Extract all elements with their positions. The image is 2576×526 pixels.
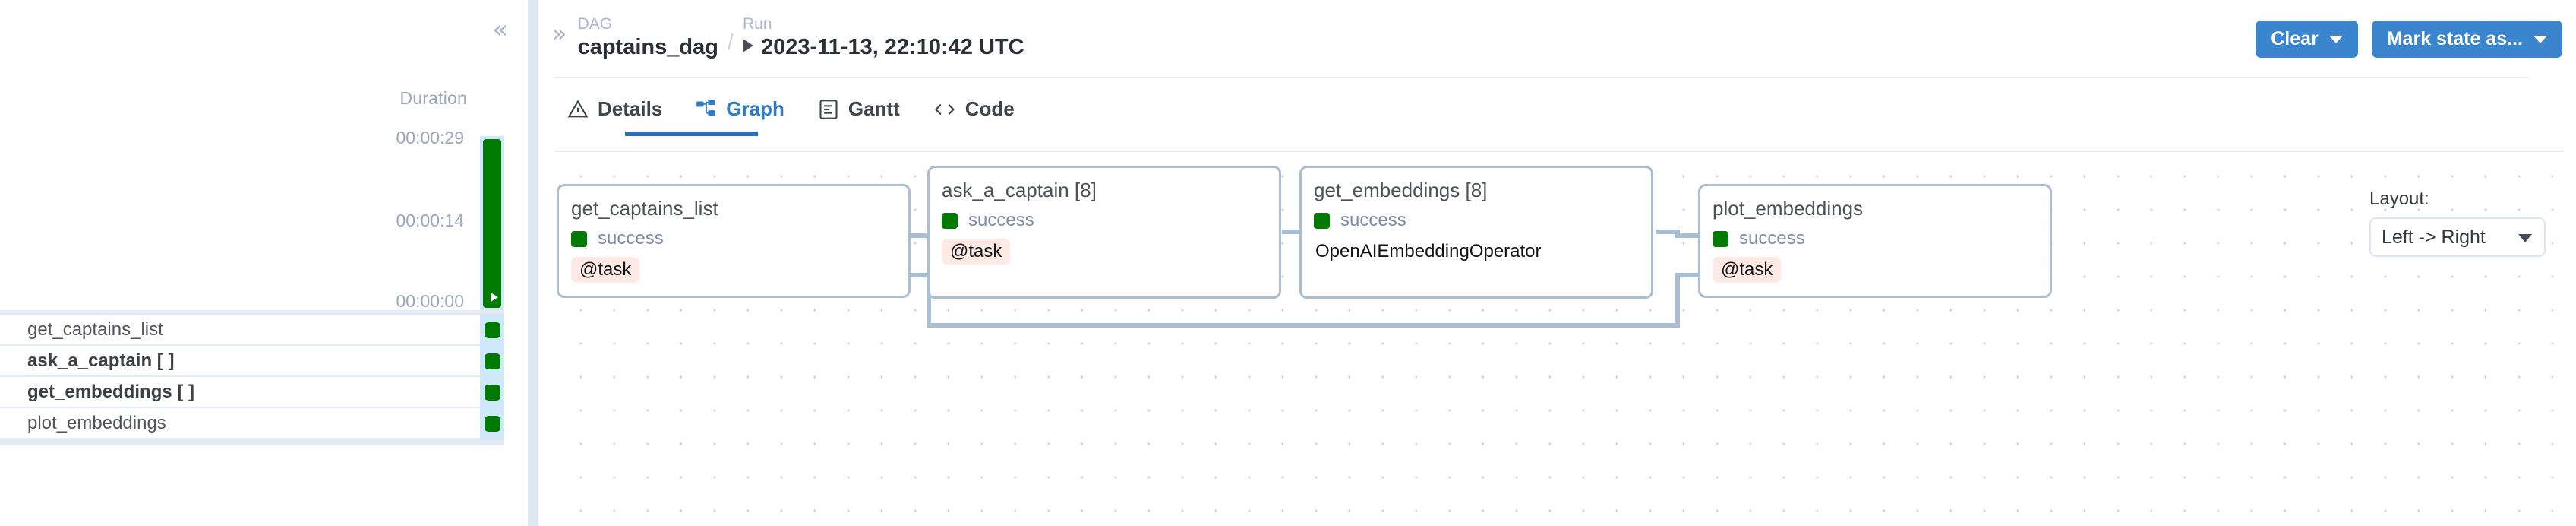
tab-bar: Details Graph [555, 93, 1036, 136]
status-square-success [484, 322, 500, 338]
clear-button[interactable]: Clear [2256, 21, 2358, 58]
breadcrumb-dag-kicker: DAG [577, 15, 613, 33]
caret-down-icon [2533, 35, 2547, 43]
header-divider [554, 77, 2528, 78]
breadcrumb: » DAG captains_dag / Run 2023-11-13, 22:… [552, 15, 1024, 61]
graph-node-title: plot_embeddings [1713, 197, 1864, 220]
tab-details[interactable]: Details [555, 93, 683, 136]
breadcrumb-run-value: 2023-11-13, 22:10:42 UTC [760, 35, 1024, 60]
graph-node-ask-a-captain[interactable]: ask_a_captain [8] success @task [927, 166, 1281, 299]
tab-details-label: Details [598, 97, 663, 120]
status-square-success [484, 416, 500, 432]
gantt-chart-icon [818, 99, 839, 120]
caret-down-icon [2328, 35, 2343, 43]
duration-chart: Duration 00:00:29 00:00:14 00:00:00 [0, 76, 528, 312]
mark-state-as-button-label: Mark state as... [2386, 28, 2523, 49]
tab-gantt-label: Gantt [848, 97, 900, 120]
task-row[interactable]: ask_a_captain [ ] [0, 346, 504, 377]
task-row-label: get_embeddings [ ] [27, 381, 195, 402]
task-status-cell[interactable] [480, 315, 504, 346]
tab-graph[interactable]: Graph [683, 93, 806, 136]
status-square-success [484, 385, 500, 401]
play-triangle-icon [742, 39, 753, 53]
graph-node-get-captains-list[interactable]: get_captains_list success @task [557, 184, 911, 298]
header-actions: Clear Mark state as... [2256, 21, 2562, 58]
task-instance-list: get_captains_list ask_a_captain [ ] get_… [0, 310, 528, 445]
task-row-label: ask_a_captain [ ] [27, 350, 175, 371]
graph-canvas[interactable]: get_captains_list success @task ask_a_ca… [555, 151, 2564, 526]
task-status-cell[interactable] [480, 346, 504, 377]
task-row[interactable]: plot_embeddings [0, 408, 504, 439]
breadcrumb-separator: / [727, 30, 734, 55]
breadcrumb-dag-link[interactable]: captains_dag [577, 35, 718, 60]
clear-button-label: Clear [2271, 28, 2319, 49]
breadcrumb-run-kicker: Run [742, 15, 772, 33]
grid-panel: « Duration 00:00:29 00:00:14 00:00:00 ge… [0, 0, 528, 526]
layout-label: Layout: [2369, 189, 2429, 209]
play-triangle-icon [491, 293, 498, 302]
graph-node-title: get_captains_list [571, 197, 718, 220]
graph-node-title: ask_a_captain [8] [942, 179, 1097, 201]
tab-graph-label: Graph [726, 97, 784, 120]
duration-bar-fill [483, 139, 501, 308]
layout-select[interactable]: Left -> Right Right -> Left Top -> Botto… [2369, 217, 2546, 257]
graph-node-badge: @task [1713, 257, 1782, 283]
tab-code-label: Code [964, 97, 1015, 120]
tab-gantt[interactable]: Gantt [806, 93, 921, 136]
task-row-label: plot_embeddings [27, 412, 166, 433]
breadcrumb-dag: DAG captains_dag [578, 15, 718, 61]
task-status-cell[interactable] [480, 377, 504, 408]
duration-chart-title: Duration [399, 88, 467, 108]
graph-node-badge: @task [571, 257, 640, 283]
dag-run-duration-bar[interactable] [480, 136, 504, 310]
duration-axis-tick: 00:00:29 [396, 128, 464, 147]
status-square-success [1713, 230, 1728, 247]
alert-triangle-icon [567, 99, 589, 120]
graph-node-badge: @task [942, 239, 1011, 265]
panel-resize-handle[interactable] [528, 0, 538, 526]
graph-node-plot-embeddings[interactable]: plot_embeddings success @task [1698, 184, 2052, 298]
layout-control: Layout: Left -> Right Right -> Left Top … [2369, 189, 2546, 257]
status-square-success [571, 230, 587, 247]
graph-node-state-label: success [968, 210, 1034, 230]
graph-node-state: success [1713, 228, 2038, 249]
graph-node-state-label: success [1340, 210, 1406, 230]
mark-state-as-button[interactable]: Mark state as... [2371, 21, 2562, 58]
duration-axis-tick: 00:00:00 [396, 291, 464, 311]
task-row[interactable]: get_embeddings [ ] [0, 377, 504, 408]
duration-axis-tick: 00:00:14 [396, 211, 464, 230]
status-square-success [484, 353, 500, 369]
detail-panel: » DAG captains_dag / Run 2023-11-13, 22:… [538, 0, 2576, 526]
graph-node-title: get_embeddings [8] [1314, 179, 1488, 201]
graph-node-state: success [942, 210, 1267, 231]
breadcrumb-run: Run 2023-11-13, 22:10:42 UTC [742, 15, 1024, 61]
task-row-label: get_captains_list [27, 318, 163, 340]
task-row[interactable]: get_captains_list [0, 315, 504, 346]
task-status-cell[interactable] [480, 408, 504, 439]
list-divider [0, 439, 504, 445]
graph-node-state-label: success [598, 228, 664, 249]
graph-node-state-label: success [1739, 228, 1805, 249]
chevron-double-left-icon[interactable]: « [492, 14, 508, 45]
graph-node-badge: OpenAIEmbeddingOperator [1315, 241, 1542, 261]
active-tab-indicator [625, 132, 758, 136]
graph-nodes-icon [696, 99, 717, 120]
graph-node-get-embeddings[interactable]: get_embeddings [8] success OpenAIEmbeddi… [1299, 166, 1653, 299]
code-angle-brackets-icon [933, 99, 956, 120]
graph-node-state: success [1314, 210, 1639, 231]
status-square-success [1314, 212, 1330, 229]
chevron-double-right-icon[interactable]: » [552, 19, 567, 48]
breadcrumb-run-link[interactable]: 2023-11-13, 22:10:42 UTC [742, 33, 1024, 61]
tab-code[interactable]: Code [921, 93, 1036, 136]
list-divider [0, 310, 504, 315]
graph-node-state: success [571, 228, 896, 249]
status-square-success [942, 212, 958, 229]
